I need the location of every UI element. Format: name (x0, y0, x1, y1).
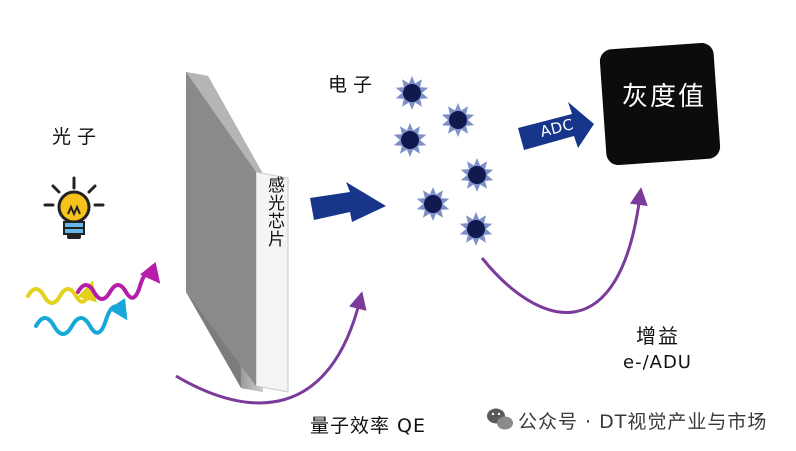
electron-core-5 (424, 195, 442, 213)
light-bulb-icon (43, 176, 105, 239)
electron-core-4 (468, 166, 486, 184)
qe-curve (175, 291, 367, 405)
adc-arrow (518, 102, 594, 150)
electron-flow-arrow (310, 182, 386, 222)
wave-yellow (26, 280, 97, 305)
electron-core-6 (467, 220, 485, 238)
electron-core-2 (449, 111, 467, 129)
gray-value-label: 灰度值 (621, 82, 706, 112)
electron-label: 电子 (328, 74, 379, 96)
sensor-label: 感光芯片 (264, 176, 284, 248)
qe-label: 量子效率 QE (310, 415, 426, 437)
electrons (393, 76, 494, 246)
photon-label: 光子 (52, 126, 103, 148)
light-waves (26, 261, 161, 336)
watermark-text: 公众号 · DT视觉产业与市场 (518, 411, 768, 433)
gain-unit-label: e-/ADU (623, 352, 692, 373)
wave-magenta (76, 261, 161, 301)
electron-core-1 (403, 84, 421, 102)
gain-curve (480, 187, 648, 314)
wave-cyan (34, 298, 128, 336)
wechat-logo-icon (487, 408, 513, 430)
electron-core-3 (401, 131, 419, 149)
gain-label: 增益 (636, 324, 680, 348)
sensor-slab (186, 72, 289, 393)
